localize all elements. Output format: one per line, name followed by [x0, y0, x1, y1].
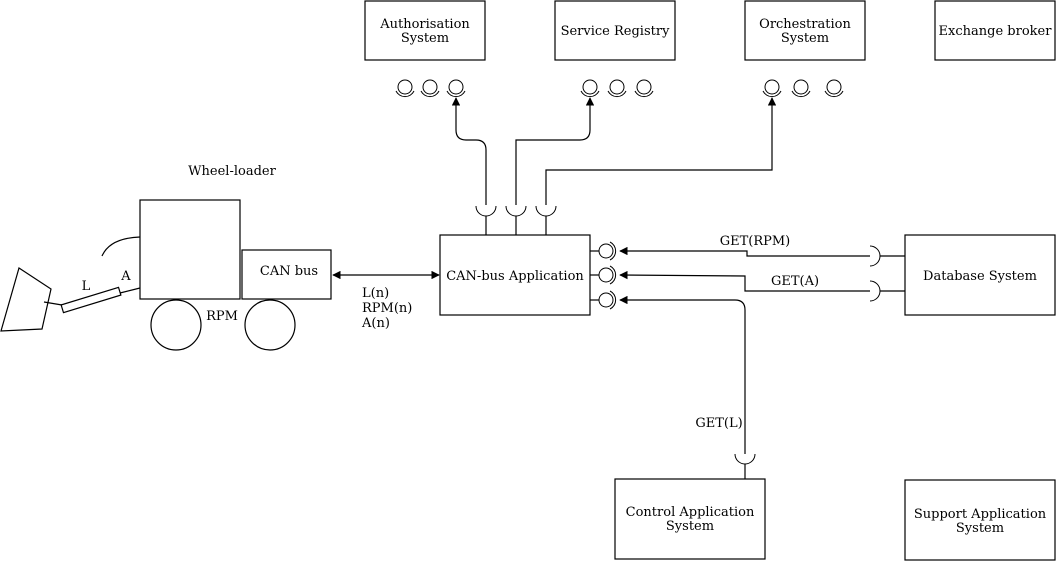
can-bus-label: CAN bus — [260, 264, 318, 279]
wheel-loader-title: Wheel-loader — [188, 164, 276, 179]
core-service-connections — [451, 97, 777, 235]
database-system-label: Database System — [923, 269, 1037, 284]
authorisation-label-line1: Authorisation — [379, 17, 470, 32]
label-rpm: RPM — [206, 309, 238, 324]
authorisation-system-box: Authorisation System — [364, 0, 486, 61]
can-link-label-rpm: RPM(n) — [362, 301, 412, 316]
front-wheel-shape — [150, 299, 202, 351]
service-registry-box: Service Registry — [554, 0, 676, 61]
service-registry-label: Service Registry — [561, 24, 670, 39]
lift-cylinder-shape — [60, 286, 122, 314]
bucket-shape — [0, 267, 52, 332]
get-rpm-label: GET(RPM) — [720, 234, 791, 249]
can-app-provided-ports — [590, 241, 617, 310]
label-a: A — [120, 269, 131, 284]
can-bus-application-box: CAN-bus Application — [439, 234, 591, 316]
can-link-label-a: A(n) — [361, 316, 390, 331]
exchange-broker-label: Exchange broker — [939, 24, 1053, 39]
get-l-label: GET(L) — [695, 416, 742, 431]
database-consumer-links: GET(RPM) GET(A) — [619, 234, 905, 302]
can-bus-application-label: CAN-bus Application — [446, 269, 584, 284]
orchestration-label-line1: Orchestration — [759, 17, 851, 32]
support-application-label-line1: Support Application — [914, 507, 1047, 522]
can-link-label-l: L(n) — [362, 286, 389, 301]
get-a-label: GET(A) — [771, 274, 819, 289]
orchestration-system-box: Orchestration System — [744, 0, 866, 61]
control-app-consumer-link: GET(L) — [619, 295, 756, 479]
control-application-label-line1: Control Application — [626, 505, 755, 520]
label-l: L — [82, 279, 91, 294]
control-application-system-box: Control Application System — [614, 478, 766, 560]
support-application-system-box: Support Application System — [904, 479, 1056, 561]
support-application-label-line2: System — [956, 521, 1004, 536]
database-system-box: Database System — [904, 234, 1056, 316]
cabin-shape — [139, 199, 241, 300]
orchestration-label-line2: System — [781, 31, 829, 46]
wheel-loader: Wheel-loader L A CAN bus RPM — [0, 164, 332, 351]
control-application-label-line2: System — [666, 519, 714, 534]
authorisation-service-ports — [395, 79, 466, 98]
orchestration-service-ports — [762, 79, 844, 98]
authorisation-label-line2: System — [401, 31, 449, 46]
rear-wheel-shape — [244, 299, 296, 351]
can-bus-box — [241, 249, 332, 300]
exchange-broker-box: Exchange broker — [934, 0, 1056, 61]
service-registry-ports — [580, 79, 654, 98]
boom-arm-shape — [101, 236, 141, 257]
can-link: L(n) RPM(n) A(n) — [332, 270, 440, 331]
